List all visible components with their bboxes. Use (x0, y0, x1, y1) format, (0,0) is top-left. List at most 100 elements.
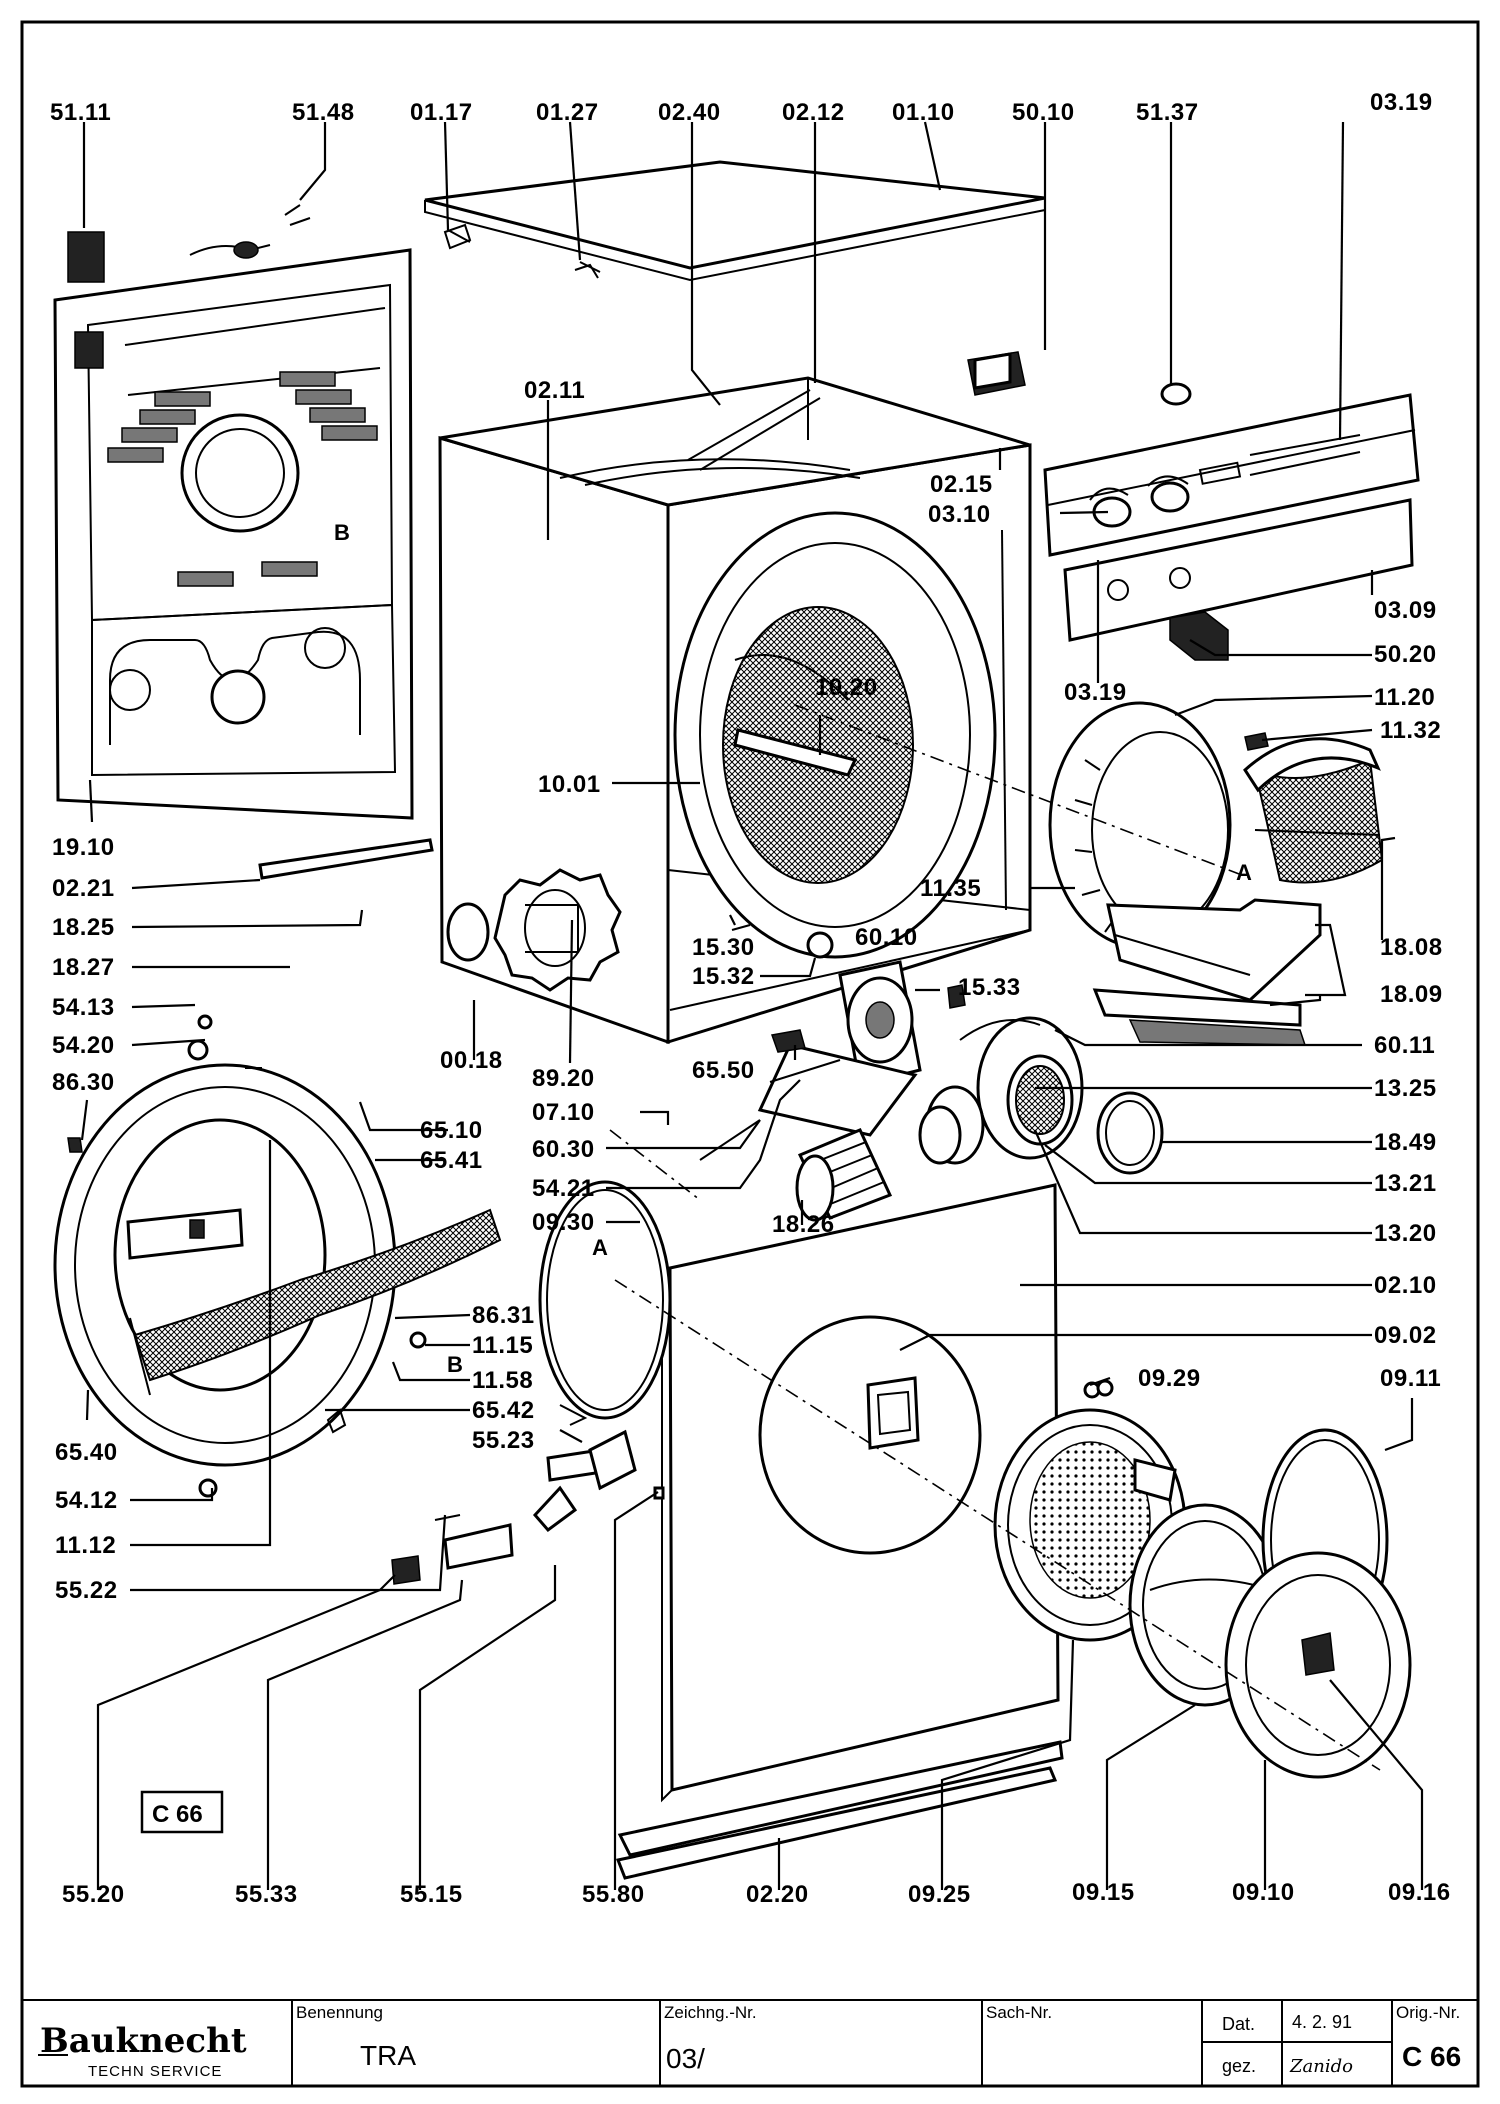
callout-label: 01.10 (892, 99, 955, 126)
zeichnung-value: 03/ (666, 2043, 705, 2074)
zeichnung-label: Zeichng.-Nr. (664, 2003, 757, 2022)
brand-logo: Bauknecht (40, 2021, 247, 2061)
callout-label: 55.20 (62, 1881, 125, 1908)
door-parts (993, 1379, 1412, 1779)
section-marker-b: B (447, 1352, 463, 1377)
callout-label: 09.25 (908, 1881, 971, 1908)
callout-label: 18.27 (52, 954, 115, 981)
rail-02-21 (258, 838, 434, 880)
callout-label: 13.20 (1374, 1220, 1437, 1247)
callout-labels: 51.11 51.48 01.17 01.27 02.40 02.12 01.1… (50, 89, 1451, 1908)
callout-label: 65.42 (472, 1397, 535, 1424)
callout-label: 55.23 (472, 1427, 535, 1454)
callout-label: 15.32 (692, 963, 755, 990)
callout-label: 86.31 (472, 1302, 535, 1329)
section-marker-a: A (592, 1235, 608, 1260)
callout-label: 02.10 (1374, 1272, 1437, 1299)
callout-label: 11.15 (472, 1332, 533, 1359)
control-panel-part (967, 351, 1420, 661)
cabinet-part (438, 376, 1032, 1045)
callout-label: 15.30 (692, 934, 755, 961)
bottom-rail-part (615, 1766, 1058, 1880)
callout-label: 11.20 (1374, 684, 1435, 711)
orig-value: C 66 (1402, 2041, 1461, 2072)
callout-label: 09.29 (1138, 1365, 1201, 1392)
callout-label: 07.10 (532, 1099, 595, 1126)
callout-label: 54.21 (532, 1175, 595, 1202)
section-marker-a: A (1236, 860, 1252, 885)
callout-label: 65.50 (692, 1057, 755, 1084)
callout-label: 09.11 (1380, 1365, 1441, 1392)
callout-label: 09.15 (1072, 1879, 1135, 1906)
callout-label: 19.10 (52, 834, 115, 861)
callout-label: 03.10 (928, 501, 991, 528)
callout-label: 65.41 (420, 1147, 483, 1174)
callout-label: 18.09 (1380, 981, 1443, 1008)
callout-label: 09.10 (1232, 1879, 1295, 1906)
callout-label: 02.11 (524, 377, 585, 404)
callout-label: 55.15 (400, 1881, 463, 1908)
axis-line (614, 1279, 1381, 1771)
callout-label: 02.21 (52, 875, 115, 902)
callout-label: 09.02 (1374, 1322, 1437, 1349)
callout-label: 11.35 (920, 875, 981, 902)
parts-artwork (53, 160, 1420, 1880)
callout-label: 01.27 (536, 99, 599, 126)
callout-label: 18.49 (1374, 1129, 1437, 1156)
callout-label: 60.11 (1374, 1032, 1435, 1059)
callout-label: 09.16 (1388, 1879, 1451, 1906)
callout-label: 86.30 (52, 1069, 115, 1096)
benennung-value: TRA (360, 2040, 416, 2071)
callout-label: 55.33 (235, 1881, 298, 1908)
dat-label: Dat. (1222, 2014, 1255, 2034)
leader-lines (80, 121, 1424, 1890)
front-ring-part (1048, 701, 1384, 1046)
callout-label: 11.12 (55, 1532, 116, 1559)
dat-value: 4. 2. 91 (1292, 2012, 1352, 2032)
callout-label: 03.19 (1064, 679, 1127, 706)
callout-label: 51.11 (50, 99, 111, 126)
callout-label: 60.10 (855, 924, 918, 951)
callout-label: 54.20 (52, 1032, 115, 1059)
callout-label: 51.48 (292, 99, 355, 126)
callout-label: 18.25 (52, 914, 115, 941)
callout-label: 03.19 (1370, 89, 1433, 116)
callout-label: 02.20 (746, 1881, 809, 1908)
callout-label: 55.22 (55, 1577, 118, 1604)
callout-label: 03.09 (1374, 597, 1437, 624)
small-parts-upper-left (67, 204, 599, 283)
callout-label: 50.10 (1012, 99, 1075, 126)
brand-subtitle: TECHN SERVICE (88, 2063, 222, 2080)
callout-label: 02.40 (658, 99, 721, 126)
switch-parts (391, 1404, 665, 1585)
callout-label: 60.30 (532, 1136, 595, 1163)
callout-label: 50.20 (1374, 641, 1437, 668)
callout-label: 01.17 (410, 99, 473, 126)
gez-label: gez. (1222, 2056, 1256, 2076)
callout-label: 10.01 (538, 771, 601, 798)
callout-label: 09.30 (532, 1209, 595, 1236)
callout-label: 13.21 (1374, 1170, 1437, 1197)
callout-label: 89.20 (532, 1065, 595, 1092)
top-cover-part (424, 160, 1046, 282)
callout-label: 13.25 (1374, 1075, 1437, 1102)
callout-label: 10.20 (815, 674, 878, 701)
callout-label: 18.26 (772, 1211, 835, 1238)
door-ring-part (53, 1014, 502, 1498)
callout-label: 54.12 (55, 1487, 118, 1514)
callout-label: 15.33 (958, 974, 1021, 1001)
callout-label: 02.12 (782, 99, 845, 126)
gez-value: Zanido (1289, 2056, 1353, 2077)
callout-label: 11.32 (1380, 717, 1441, 744)
callout-label: 02.15 (930, 471, 993, 498)
callout-label: 65.10 (420, 1117, 483, 1144)
drawing-stamp: C 66 (140, 1790, 224, 1834)
back-panel-part (53, 248, 414, 820)
callout-label: 18.08 (1380, 934, 1443, 961)
motor-fan-part (699, 931, 1164, 1222)
title-block: Bauknecht TECHN SERVICE Benennung TRA Ze… (21, 1999, 1479, 2087)
section-marker-b: B (334, 520, 350, 545)
callout-label: 65.40 (55, 1439, 118, 1466)
callout-label: 11.58 (472, 1367, 533, 1394)
